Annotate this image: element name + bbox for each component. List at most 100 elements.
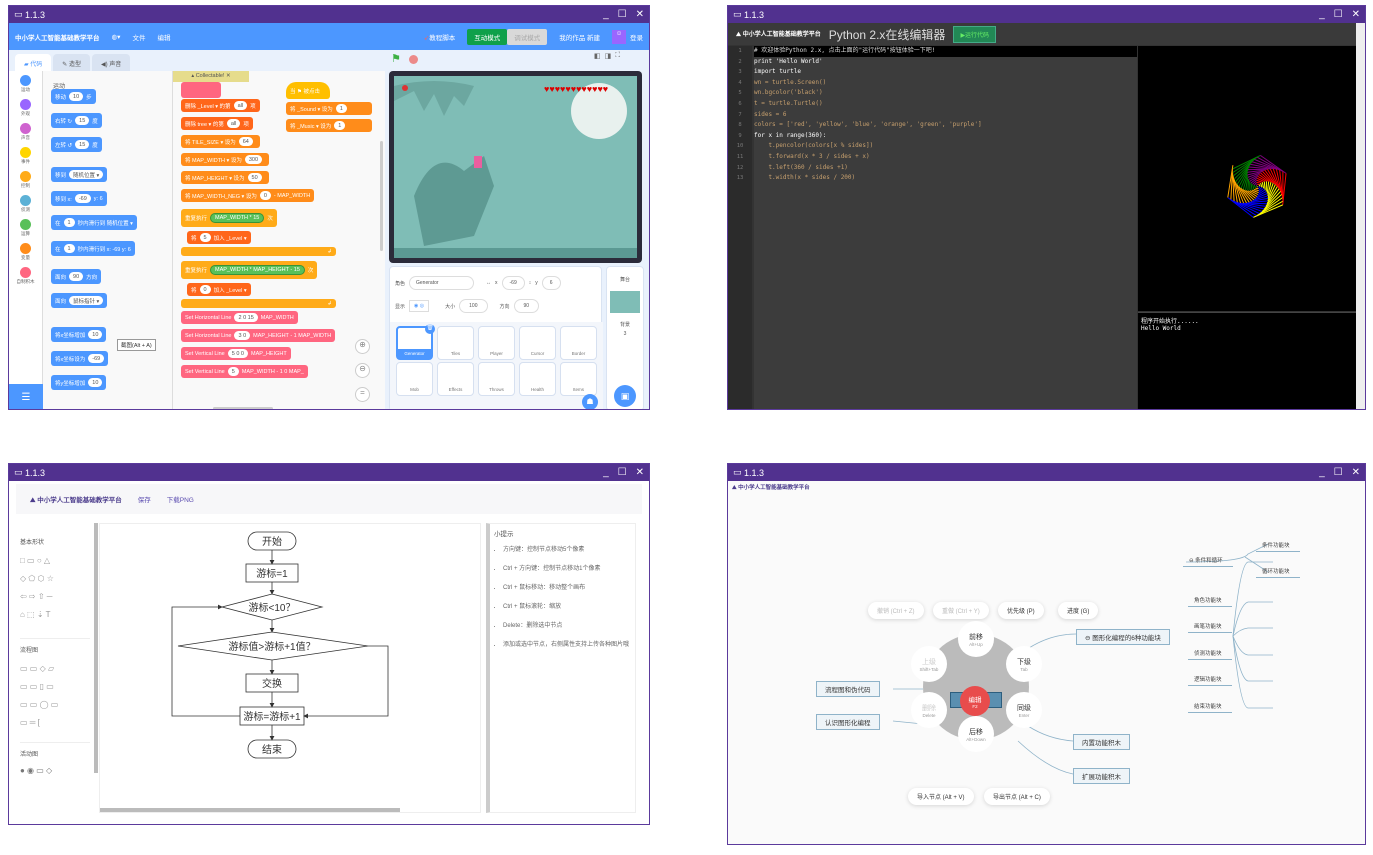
maximize-button[interactable]: ☐ [1333, 9, 1343, 20]
block-input[interactable]: 随机位置 ▾ [69, 170, 104, 179]
block-input[interactable]: 300 [244, 155, 263, 164]
sub-leaf-condition[interactable]: 条件功能块 [1256, 541, 1300, 552]
code-editor[interactable]: # 欢迎体验Python 2.x, 点击上面的"运行代码"按钮体验一下吧!pri… [754, 46, 1137, 409]
category-3[interactable]: 事件 [9, 147, 42, 165]
tab-code[interactable]: ▰ 代码 [15, 54, 52, 73]
block-input[interactable]: 1 [63, 218, 75, 227]
leaf-node[interactable]: 结束功能块 [1188, 702, 1232, 713]
canvas-h-scrollbar[interactable] [100, 808, 400, 812]
sprite-tab[interactable]: ▴ Collectable! ✕ [173, 71, 249, 82]
leaf-node[interactable]: 侦测功能块 [1188, 649, 1232, 660]
right-node-extension[interactable]: 扩展功能积木 [1073, 768, 1130, 784]
block-input[interactable]: 90 [69, 272, 84, 281]
category-8[interactable]: 自制积木 [9, 267, 42, 285]
minimize-button[interactable]: _ [603, 467, 609, 478]
close-button[interactable]: ✕ [1351, 467, 1360, 478]
block-input[interactable]: all [233, 101, 248, 110]
menu-edit[interactable]: 编辑 [157, 34, 171, 42]
zoom-reset-button[interactable]: = [355, 387, 370, 402]
left-node-flowchart[interactable]: 流程图和伪代码 [816, 681, 880, 697]
block-input[interactable]: 1 [63, 244, 75, 253]
minimize-button[interactable]: _ [603, 9, 609, 20]
avatar[interactable]: ☺ [612, 29, 626, 44]
close-button[interactable]: ✕ [635, 467, 644, 478]
y-input[interactable]: 6 [541, 276, 561, 290]
download-png-button[interactable]: 下载PNG [166, 497, 194, 504]
sprite-effects[interactable]: Effects [437, 362, 474, 396]
category-4[interactable]: 控制 [9, 171, 42, 189]
block-input[interactable]: 2 0 15 [234, 313, 258, 322]
block-input[interactable]: 15 [75, 140, 90, 149]
palette-block[interactable]: 将x坐标设为-69 [51, 351, 109, 366]
maximize-button[interactable]: ☐ [1333, 467, 1343, 478]
login-link[interactable]: 登录 [630, 34, 643, 42]
right-node-builtin[interactable]: 内置功能积木 [1073, 734, 1130, 750]
sprite-player[interactable]: Player [478, 326, 515, 360]
toolbar-button[interactable]: 优先级 (P) [998, 602, 1044, 619]
block-input[interactable]: 0 [199, 285, 211, 294]
block-input[interactable]: 3 0 [234, 331, 251, 340]
size-input[interactable]: 100 [459, 299, 488, 313]
zoom-out-button[interactable]: ⊖ [355, 363, 370, 378]
globe-icon[interactable]: ◍▾ [111, 33, 121, 41]
stage[interactable]: ♥♥♥♥♥♥♥♥♥♥♥♥ [389, 71, 642, 263]
delete-sprite-icon[interactable]: 🗑 [425, 324, 435, 334]
hat-block[interactable]: 当 ⚑ 被点击 [286, 82, 330, 99]
maximize-button[interactable]: ☐ [617, 467, 627, 478]
basic-shapes[interactable]: □ ▭ ○ △◇ ⬠ ⬡ ☆⇦ ⇨ ⇧ ─⌂ ⬚ ⇣ T [20, 556, 54, 619]
block-input[interactable]: all [226, 119, 241, 128]
toolbar-button[interactable]: 撤销 (Ctrl + Z) [868, 602, 924, 619]
save-button[interactable]: 保存 [137, 497, 151, 504]
toolbar-button[interactable]: 进度 (G) [1058, 602, 1099, 619]
menu-file[interactable]: 文件 [132, 34, 146, 42]
tutorial-link[interactable]: ➶教程脚本 [423, 34, 456, 42]
block-input[interactable]: MAP_WIDTH * 15 [210, 213, 265, 223]
vertical-scrollbar[interactable] [380, 141, 383, 251]
export-node-button[interactable]: 导出节点 (Alt + C) [984, 788, 1050, 805]
add-backdrop-button[interactable]: ▣ [614, 385, 636, 407]
close-button[interactable]: ✕ [635, 9, 644, 20]
block-input[interactable]: 10 [88, 378, 103, 387]
block-input[interactable]: MAP_WIDTH * MAP_HEIGHT - 15 [210, 265, 305, 275]
block-input[interactable]: 5 0 0 [227, 349, 248, 358]
minimize-button[interactable]: _ [1319, 9, 1325, 20]
sprite-health[interactable]: Health [519, 362, 556, 396]
activity-shapes[interactable]: ● ◉ ▭ ◇ [20, 766, 53, 775]
block-input[interactable]: 15 [75, 116, 90, 125]
sprite-cursor[interactable]: Cursor [519, 326, 556, 360]
block-input[interactable]: 10 [88, 330, 103, 339]
flowchart-shapes[interactable]: ▭ ▭ ◇ ▱▭ ▭ ▯ ▭▭ ▭ ◯ ▭▭ ═ [ [20, 664, 59, 727]
maximize-button[interactable]: ☐ [617, 9, 627, 20]
tab-costumes[interactable]: ✎ 造型 [53, 54, 91, 73]
small-stage-icon[interactable]: ◧ [594, 53, 601, 60]
flow-canvas[interactable]: 开始游标=1 游标<10？游标值>游标+1值？ 交换游标=游标+1 结束 [99, 523, 481, 813]
sub-leaf-loop[interactable]: 循环功能块 [1256, 567, 1300, 578]
mode-debug-button[interactable]: 调试模式 [507, 28, 548, 45]
left-node-graphic[interactable]: 认识图形化编程 [816, 714, 880, 730]
toolbar-button[interactable]: 重做 (Ctrl + Y) [933, 602, 989, 619]
tab-sounds[interactable]: ◀) 声音 [92, 54, 131, 73]
green-flag-button[interactable]: ⚑ [391, 53, 401, 65]
block-input[interactable]: 64 [238, 137, 253, 146]
